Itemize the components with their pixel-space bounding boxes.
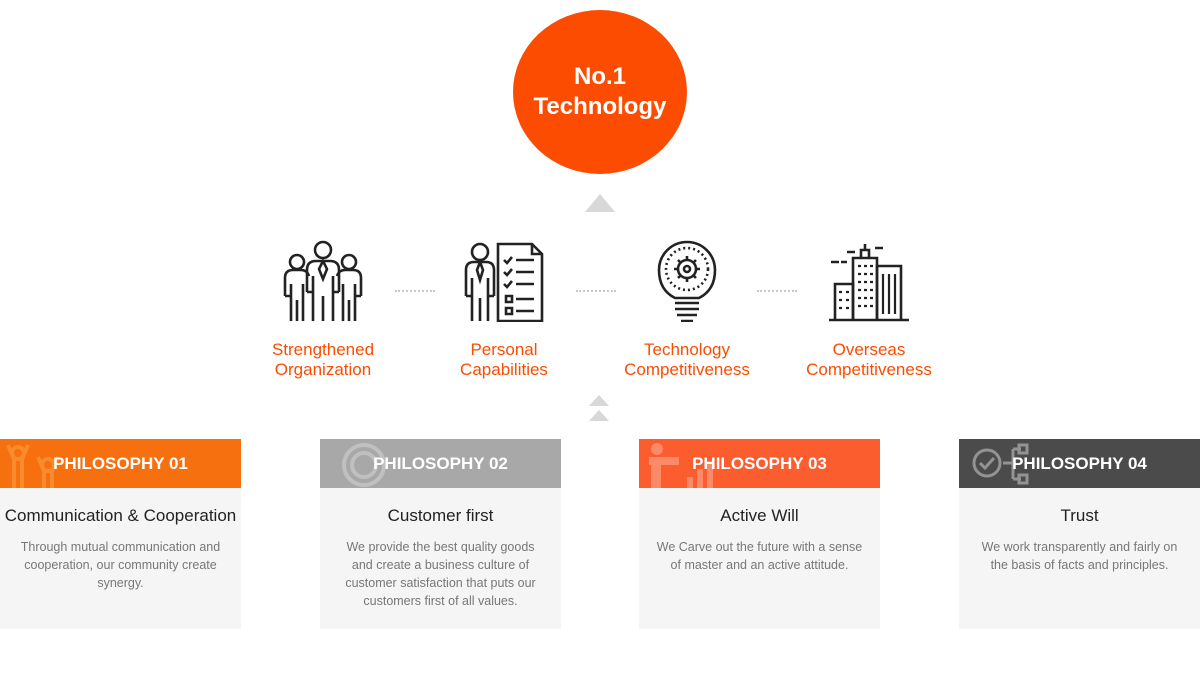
philosophy-title: Trust [1060,506,1099,525]
value-label: Overseas Competitiveness [806,340,932,379]
team-icon [283,240,363,321]
philosophy-card-02: PHILOSOPHY 02 Customer first We provide … [320,439,561,629]
philosophy-card-01: PHILOSOPHY 01 Communication & Cooperatio… [0,439,241,629]
philosophy-header-label: PHILOSOPHY 01 [53,453,188,473]
philosophy-title: Communication & Cooperation [4,506,237,525]
philosophy-description: Through mutual communication and coopera… [20,540,221,590]
lightbulb-icon [342,443,386,487]
checklist-person-icon [464,242,544,322]
hero-circle: No.1 Technology [513,10,687,174]
city-buildings-icon [829,244,909,322]
dotted-connector [576,290,616,292]
philosophy-description: We Carve out the future with a sense of … [656,540,863,572]
value-label: Personal Capabilities [460,340,548,379]
philosophy-title: Customer first [387,506,494,525]
dotted-connector [757,290,797,292]
philosophy-header: PHILOSOPHY 04 [959,439,1200,488]
philosophy-header: PHILOSOPHY 01 [0,439,241,488]
check-flowchart-icon [972,443,1029,485]
value-strengthened-organization: Strengthened Organization [233,240,413,380]
hero-title-line1: No.1 [573,63,626,90]
hero-title-line2: Technology [533,93,667,120]
people-cheering-icon [6,444,60,488]
philosophy-header: PHILOSOPHY 02 [320,439,561,488]
value-label: Strengthened Organization [271,340,375,379]
value-personal-capabilities: Personal Capabilities [414,240,594,380]
dotted-connector [395,290,435,292]
philosophy-header-label: PHILOSOPHY 03 [692,453,827,473]
up-arrow-icon [589,410,609,421]
lightbulb-gear-icon [657,240,717,322]
philosophy-header-label: PHILOSOPHY 02 [373,453,508,473]
philosophy-card-04: PHILOSOPHY 04 Trust We work transparentl… [959,439,1200,629]
philosophy-description: We provide the best quality goods and cr… [345,540,536,608]
philosophy-header-label: PHILOSOPHY 04 [1012,453,1147,473]
philosophy-header: PHILOSOPHY 03 [639,439,880,488]
value-label: Technology Competitiveness [624,340,750,379]
presenter-chart-icon [649,443,713,488]
up-arrow-icon [585,194,615,212]
value-overseas-competitiveness: Overseas Competitiveness [779,240,959,380]
philosophy-card-03: PHILOSOPHY 03 Active Will We Carve out t… [639,439,880,629]
value-technology-competitiveness: Technology Competitiveness [597,240,777,380]
philosophy-title: Active Will [720,506,799,525]
up-arrow-icon [589,395,609,406]
philosophy-description: We work transparently and fairly on the … [981,540,1178,572]
